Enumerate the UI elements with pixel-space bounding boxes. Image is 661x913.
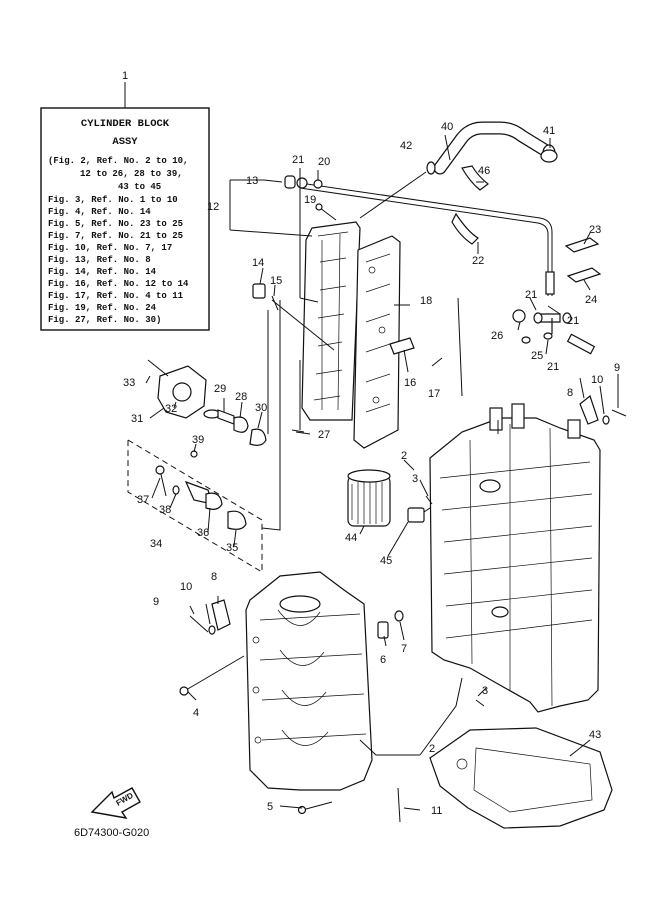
callout-27: 27 — [318, 429, 330, 441]
callout-10: 10 — [591, 374, 603, 386]
callout-18: 18 — [420, 295, 432, 307]
thermostat-housing-part — [147, 359, 267, 446]
callout-43: 43 — [589, 729, 601, 741]
cylinder-block-part — [245, 571, 373, 791]
drawing-code: 6D74300-G020 — [74, 827, 149, 839]
assy-subtitle: ASSY — [112, 136, 138, 148]
forward-arrow-icon: FWD — [90, 787, 141, 819]
callout-21: 21 — [292, 154, 304, 166]
fitting-part — [407, 503, 437, 523]
callout-29: 29 — [214, 383, 226, 395]
callout-8: 8 — [211, 571, 217, 583]
callout-21: 21 — [525, 289, 537, 301]
callout-24: 24 — [585, 294, 597, 306]
callout-28: 28 — [235, 391, 247, 403]
pressure-valve-parts — [155, 450, 247, 530]
callout-10: 10 — [180, 581, 192, 593]
assy-line: 43 to 45 — [118, 182, 161, 192]
callout-40: 40 — [441, 121, 453, 133]
callout-3: 3 — [412, 473, 418, 485]
assy-line: Fig. 4, Ref. No. 14 — [48, 207, 151, 217]
water-hose-part — [433, 121, 556, 175]
callout-17: 17 — [428, 388, 440, 400]
callout-23: 23 — [589, 224, 601, 236]
leader-lines — [145, 134, 619, 811]
callout-4: 4 — [193, 707, 199, 719]
assy-title: CYLINDER BLOCK — [81, 118, 170, 130]
callout-36: 36 — [197, 527, 209, 539]
callout-9: 9 — [153, 596, 159, 608]
callout-32: 32 — [165, 403, 177, 415]
assy-line: Fig. 7, Ref. No. 21 to 25 — [48, 231, 183, 241]
exhaust-inner-cover-part — [301, 221, 361, 421]
callout-30: 30 — [255, 402, 267, 414]
callout-12: 12 — [207, 201, 219, 213]
callout-33: 33 — [123, 377, 135, 389]
callout-21: 21 — [547, 361, 559, 373]
hose-clamp-part — [426, 149, 558, 245]
callout-38: 38 — [159, 504, 171, 516]
callout-34: 34 — [150, 538, 162, 550]
crankcase-part — [429, 403, 601, 713]
callout-9: 9 — [614, 362, 620, 374]
assy-line: 12 to 26, 28 to 39, — [80, 169, 183, 179]
callout-20: 20 — [318, 156, 330, 168]
callout-14: 14 — [252, 257, 264, 269]
callout-5: 5 — [267, 801, 273, 813]
callout-6: 6 — [380, 654, 386, 666]
callout-16: 16 — [404, 377, 416, 389]
callout-15: 15 — [270, 275, 282, 287]
callout-31: 31 — [131, 413, 143, 425]
callout-42: 42 — [400, 140, 412, 152]
assy-line: Fig. 14, Ref. No. 14 — [48, 267, 157, 277]
callout-25: 25 — [531, 350, 543, 362]
callout-39: 39 — [192, 434, 204, 446]
assy-line: Fig. 17, Ref. No. 4 to 11 — [48, 291, 184, 301]
dashed-group-box — [127, 439, 263, 573]
callout-labels: 40 41 42 21 20 13 46 12 19 23 22 14 15 2… — [123, 121, 620, 817]
callout-22: 22 — [472, 255, 484, 267]
callout-44: 44 — [345, 532, 357, 544]
exhaust-outer-cover-part — [353, 235, 401, 449]
long-bolt-parts — [179, 394, 627, 823]
callout-1: 1 — [122, 70, 128, 82]
assy-line: Fig. 13, Ref. No. 8 — [48, 255, 151, 265]
callout-2: 2 — [429, 743, 435, 755]
callout-19: 19 — [304, 194, 316, 206]
assy-line: (Fig. 2, Ref. No. 2 to 10, — [48, 156, 188, 166]
callout-11: 11 — [431, 805, 442, 817]
assy-line: Fig. 19, Ref. No. 24 — [48, 303, 157, 313]
callout-7: 7 — [401, 643, 407, 655]
oil-filter-part — [347, 469, 391, 527]
assy-line: Fig. 10, Ref. No. 7, 17 — [48, 243, 172, 253]
gasket-part — [429, 727, 613, 829]
small-bolt-parts — [252, 203, 443, 433]
callout-41: 41 — [543, 125, 555, 137]
callout-35: 35 — [226, 542, 238, 554]
assy-line: Fig. 27, Ref. No. 30) — [48, 315, 161, 325]
callout-2: 2 — [401, 450, 407, 462]
callout-13: 13 — [246, 175, 258, 187]
callout-45: 45 — [380, 555, 392, 567]
assy-line: Fig. 5, Ref. No. 23 to 25 — [48, 219, 183, 229]
callout-37: 37 — [137, 494, 149, 506]
callout-21: 21 — [567, 315, 579, 327]
assy-line: Fig. 16, Ref. No. 12 to 14 — [48, 279, 189, 289]
assy-line: Fig. 3, Ref. No. 1 to 10 — [48, 195, 178, 205]
callout-26: 26 — [491, 330, 503, 342]
callout-3: 3 — [482, 685, 488, 697]
callout-8: 8 — [567, 387, 573, 399]
callout-46: 46 — [478, 165, 490, 177]
assembly-reference-box: 1 CYLINDER BLOCK ASSY (Fig. 2, Ref. No. … — [40, 70, 210, 331]
bracket-clip-parts — [512, 237, 602, 355]
